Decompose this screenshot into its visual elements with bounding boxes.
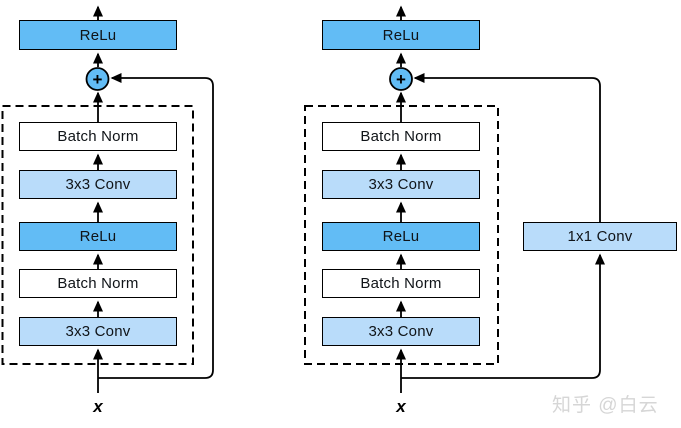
left-block-connectors bbox=[1, 5, 214, 393]
right-layer-box-batch-norm-top: Batch Norm bbox=[322, 122, 480, 151]
right-skip-lower-segment bbox=[401, 253, 605, 379]
left-layer-box-conv-top: 3x3 Conv bbox=[19, 170, 177, 199]
right-output-relu-box: ReLu bbox=[322, 20, 480, 50]
left-layer-box-batch-norm-top: Batch Norm bbox=[19, 122, 177, 151]
right-shortcut-conv-box: 1x1 Conv bbox=[523, 222, 677, 251]
right-plus-circle bbox=[389, 67, 413, 91]
right-plus-icon: + bbox=[396, 70, 406, 89]
left-layer-box-relu-mid: ReLu bbox=[19, 222, 177, 251]
watermark-text: 知乎 @白云 bbox=[552, 395, 659, 416]
left-plus-circle bbox=[85, 67, 110, 91]
right-input-label: x bbox=[396, 397, 406, 416]
right-layer-box-batch-norm-bottom: Batch Norm bbox=[322, 269, 480, 298]
left-layer-box-batch-norm-bottom: Batch Norm bbox=[19, 269, 177, 298]
right-layer-box-relu-mid: ReLu bbox=[322, 222, 480, 251]
right-layer-box-conv-bottom: 3x3 Conv bbox=[322, 317, 480, 346]
right-block-connectors bbox=[304, 5, 605, 393]
left-input-label: x bbox=[93, 397, 103, 416]
left-layer-box-conv-bottom: 3x3 Conv bbox=[19, 317, 177, 346]
left-skip-connection bbox=[98, 73, 214, 379]
right-skip-upper-segment bbox=[413, 73, 601, 222]
right-layer-box-conv-top: 3x3 Conv bbox=[322, 170, 480, 199]
left-plus-icon: + bbox=[93, 70, 103, 89]
left-output-relu-box: ReLu bbox=[19, 20, 177, 50]
